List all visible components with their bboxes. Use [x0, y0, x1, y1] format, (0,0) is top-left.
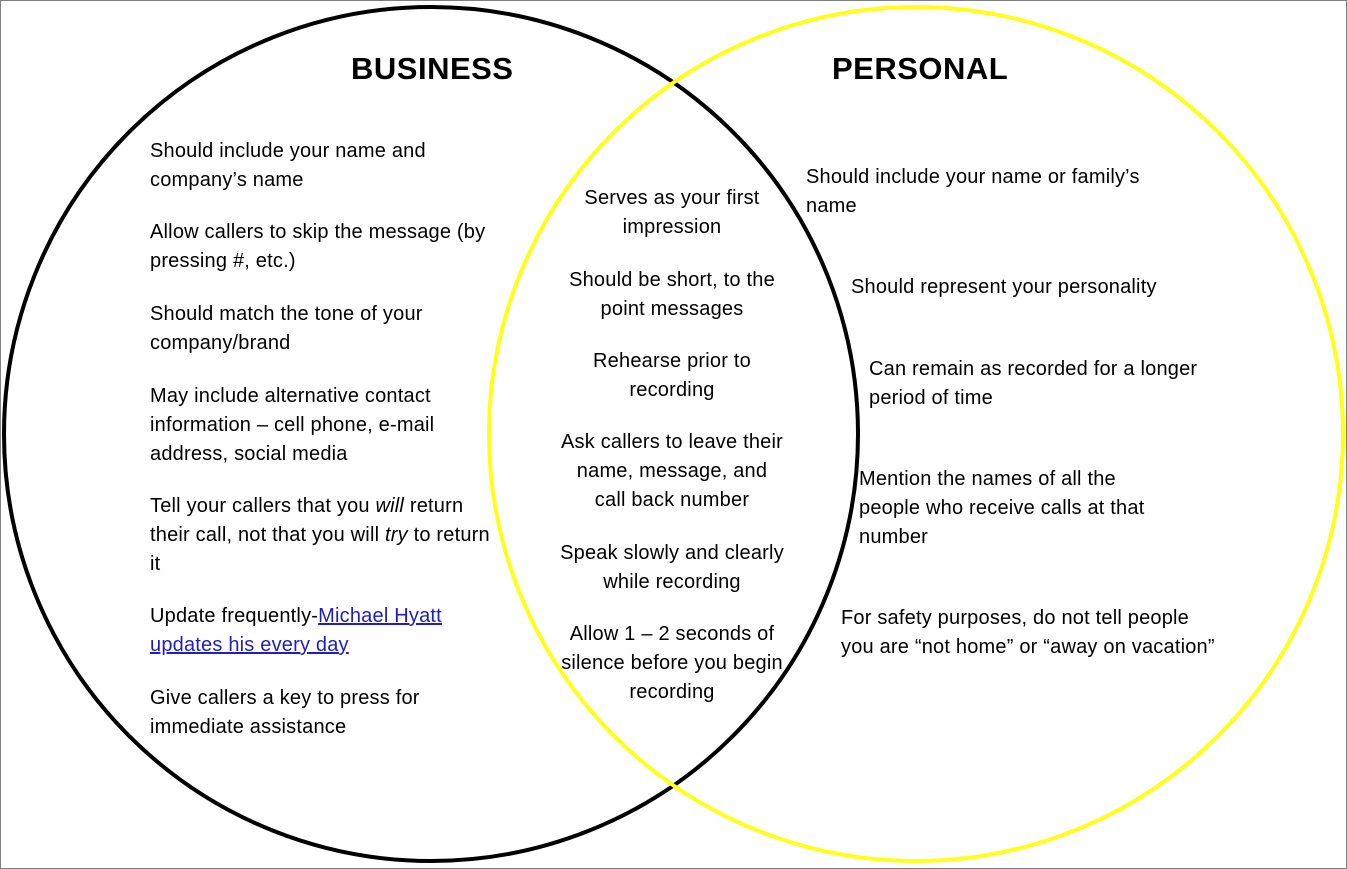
business-title: BUSINESS — [351, 51, 514, 86]
business-item-1: Should include your name and company’s n… — [150, 140, 426, 191]
business-item-5-text-c: to return it — [150, 524, 490, 575]
business-item-3: Should match the tone of your company/br… — [150, 303, 423, 354]
personal-item-3: Can remain as recorded for a longer peri… — [869, 358, 1198, 409]
business-circle — [2, 5, 860, 863]
business-item-5: Tell your callers that you will return t… — [150, 492, 495, 579]
both-item-6: Allow 1 – 2 seconds of silence before yo… — [561, 623, 783, 703]
personal-circle — [487, 5, 1345, 863]
business-item-4: May include alternative contact informat… — [150, 385, 435, 465]
michael-hyatt-link[interactable]: Michael Hyatt updates his every day — [150, 605, 442, 656]
business-item-5-text-b: return their call, not that you will — [150, 495, 464, 546]
personal-item-4: Mention the names of all the people who … — [859, 468, 1145, 548]
both-item-5: Speak slowly and clearly while recording — [560, 542, 784, 593]
business-item-6-text: Update frequently- — [150, 605, 319, 627]
both-item-4: Ask callers to leave their name, message… — [561, 431, 783, 511]
both-item-1: Serves as your first impression — [584, 187, 760, 238]
both-item-2: Should be short, to the point messages — [569, 269, 775, 320]
business-item-5-text-a: Tell your callers that you — [150, 495, 376, 517]
personal-item-1: Should include your name or family’s nam… — [806, 166, 1140, 217]
business-item-2: Allow callers to skip the message (by pr… — [150, 221, 486, 272]
business-item-6: Update frequently-Michael Hyatt updates … — [150, 602, 480, 660]
personal-item-2: Should represent your personality — [851, 276, 1157, 298]
personal-title: PERSONAL — [832, 51, 1009, 86]
both-item-3: Rehearse prior to recording — [593, 350, 751, 401]
business-item-7: Give callers a key to press for immediat… — [150, 687, 420, 738]
business-item-5-emphasis-will: will — [375, 495, 405, 517]
business-item-5-emphasis-try: try — [385, 524, 408, 546]
personal-item-5: For safety purposes, do not tell people … — [841, 607, 1215, 658]
